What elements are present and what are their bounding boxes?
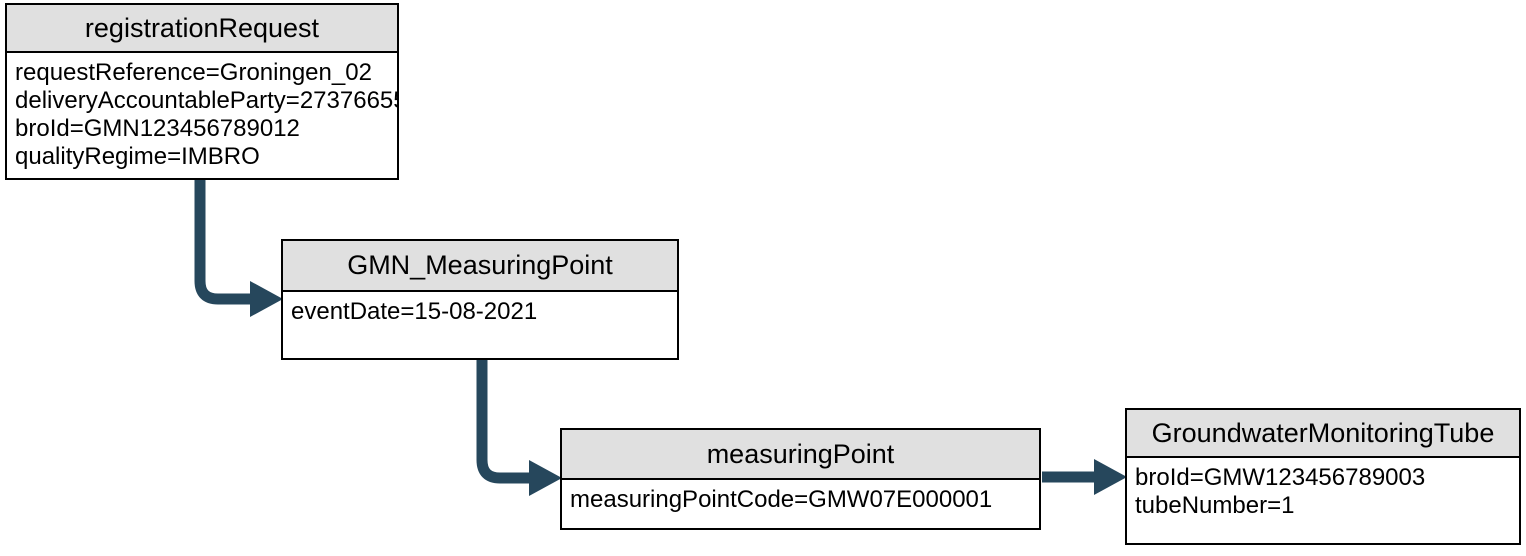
node-attribute: eventDate=15-08-2021 (291, 298, 538, 325)
node-gmn-measuring-point: GMN_MeasuringPoint eventDate=15-08-2021 (281, 239, 679, 360)
edge-line (194, 180, 251, 305)
node-attributes: eventDate=15-08-2021 (283, 292, 677, 326)
node-attributes: broId=GMW123456789003 tubeNumber=1 (1127, 458, 1519, 520)
node-attribute: broId=GMN123456789012 (15, 115, 300, 142)
arrowhead-icon (250, 281, 283, 317)
arrowhead-icon (529, 460, 562, 496)
node-attribute: qualityRegime=IMBRO (15, 143, 260, 170)
node-title: GroundwaterMonitoringTube (1127, 410, 1519, 458)
node-title: GMN_MeasuringPoint (283, 241, 677, 292)
node-attribute: deliveryAccountableParty=27376655 (15, 87, 397, 114)
connector-registration-to-gmn (194, 180, 283, 317)
node-attributes: requestReference=Groningen_02 deliveryAc… (7, 53, 397, 171)
node-attribute: tubeNumber=1 (1135, 492, 1295, 519)
edge-line (476, 360, 530, 484)
node-groundwater-monitoring-tube: GroundwaterMonitoringTube broId=GMW12345… (1125, 408, 1521, 545)
node-attribute: broId=GMW123456789003 (1135, 464, 1426, 491)
arrowhead-icon (1094, 459, 1127, 495)
node-attribute: measuringPointCode=GMW07E000001 (570, 486, 993, 513)
node-measuring-point: measuringPoint measuringPointCode=GMW07E… (560, 428, 1041, 530)
node-title: registrationRequest (7, 5, 397, 53)
connector-gmn-to-measuring-point (476, 360, 562, 496)
node-attributes: measuringPointCode=GMW07E000001 (562, 480, 1039, 514)
node-registration-request: registrationRequest requestReference=Gro… (5, 3, 399, 180)
node-attribute: requestReference=Groningen_02 (15, 59, 372, 86)
connector-measuring-point-to-tube (1042, 459, 1127, 495)
node-title: measuringPoint (562, 430, 1039, 480)
